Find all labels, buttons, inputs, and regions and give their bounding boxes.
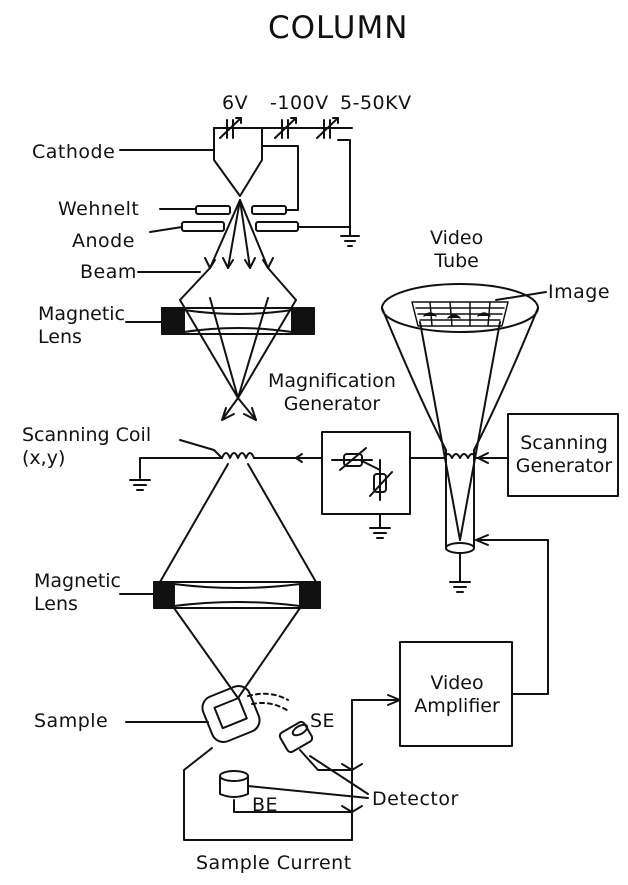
se-wire (299, 749, 353, 771)
magnification-generator-line1: Magnification (268, 370, 396, 392)
detector-leader-2 (309, 755, 369, 795)
detector-label: Detector (372, 788, 459, 810)
ground-anode (340, 235, 360, 247)
image-leader (495, 291, 547, 301)
sample (201, 685, 261, 743)
voltage-label-6v: 6V (222, 92, 249, 114)
amplifier-to-tube (475, 539, 549, 695)
video-amplifier-line2: Amplifier (414, 695, 500, 717)
cathode-label: Cathode (32, 141, 116, 163)
magnification-generator-label: Magnification Generator (268, 370, 396, 416)
magnetic-lens-2-line2: Lens (34, 593, 78, 615)
magnetic-lens-1-line1: Magnetic (38, 303, 126, 325)
electron-beam (179, 199, 297, 421)
scanning-coil (221, 452, 255, 459)
magnification-generator-box (321, 431, 411, 515)
anode (181, 221, 299, 232)
wehnelt-label: Wehnelt (58, 198, 140, 220)
magnetic-lens-1-label: Magnetic Lens (38, 303, 125, 349)
sample-current-wire (183, 747, 353, 841)
wehnelt-wire (261, 145, 299, 211)
diagram-title: COLUMN (268, 10, 409, 46)
video-amplifier-line1: Video (430, 672, 484, 694)
ground-coil (129, 479, 151, 491)
magnification-generator-line2: Generator (283, 393, 381, 415)
scanning-generator-box (507, 413, 619, 497)
video-tube-label: Video Tube (430, 227, 483, 273)
screen-image (411, 301, 509, 327)
sample-current-label: Sample Current (196, 852, 352, 874)
image-label: Image (548, 281, 611, 303)
scanning-generator-line1: Scanning (520, 432, 608, 454)
scanning-generator-label: Scanning Generator (510, 432, 618, 478)
video-tube-line2: Tube (434, 250, 479, 272)
voltage-label-kv: 5-50KV (340, 92, 412, 114)
be-detector (219, 770, 249, 798)
se-detector (278, 720, 314, 754)
ground-magnification (369, 527, 391, 539)
anode-label: Anode (72, 230, 135, 252)
anode-leader (149, 226, 183, 233)
voltage-label-100v: -100V (270, 92, 329, 114)
be-label: BE (252, 794, 279, 816)
beam-label: Beam (80, 261, 137, 283)
coil-ground-wire (139, 457, 223, 479)
ground-tube (449, 581, 471, 593)
magnetic-lens-2 (153, 581, 321, 609)
anode-wire (297, 139, 351, 228)
be-wire (233, 799, 353, 813)
sample-label: Sample (34, 710, 109, 732)
magnetic-lens-1 (161, 307, 315, 335)
cathode (213, 137, 263, 197)
magnetic-lens-1-line2: Lens (38, 326, 82, 348)
se-label: SE (310, 710, 336, 732)
scanning-coil-line2: (x,y) (22, 447, 66, 469)
scanning-coil-line1: Scanning Coil (22, 424, 152, 446)
video-tube (381, 283, 539, 554)
scanning-coil-label: Scanning Coil (x,y) (22, 424, 151, 470)
magnetic-lens-2-label: Magnetic Lens (34, 570, 121, 616)
scanning-generator-line2: Generator (515, 455, 613, 477)
magnetic-lens-2-line1: Magnetic (34, 570, 122, 592)
detector-leader (247, 785, 369, 799)
scanning-coil-leader (179, 439, 223, 459)
video-tube-line1: Video (430, 227, 484, 249)
video-amplifier-label: Video Amplifier (402, 672, 512, 718)
